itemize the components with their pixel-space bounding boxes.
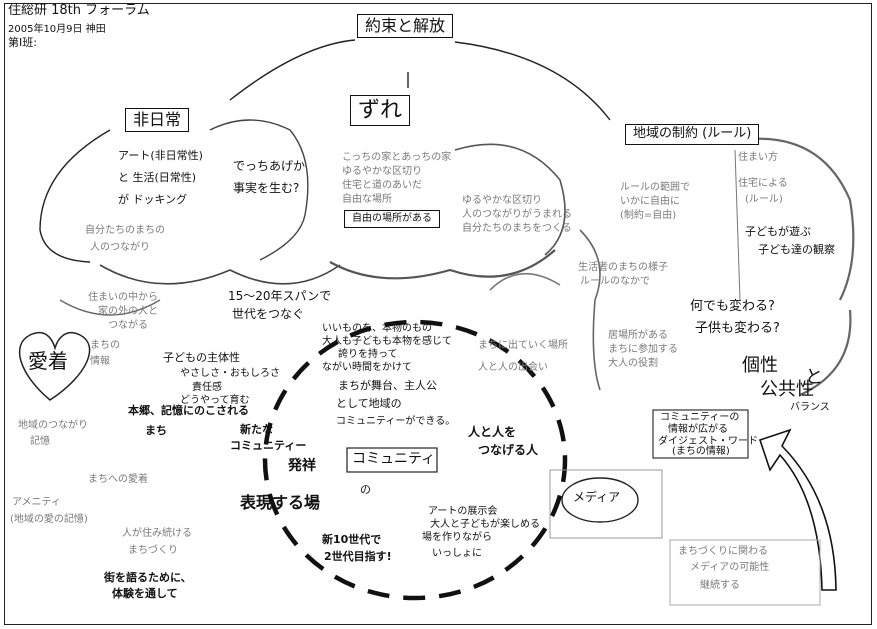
community-bottom-left-2: 2世代目指す! [324, 550, 392, 563]
hinichijo-faint-2: 人のつながり [90, 242, 150, 253]
question-note-1: 何でも変わる? [690, 299, 775, 314]
media-label: メディア [573, 490, 621, 504]
hongo-note-1: 本郷、記憶にのこされる [128, 404, 249, 417]
zure-note-1: こっちの家とあっちの家 [342, 152, 452, 163]
hinichijo-node-label: 非日常 [125, 108, 190, 133]
community-left-4: 表現する場 [240, 493, 321, 512]
community-bottom-right-4: いっしょに [432, 548, 482, 559]
children-note-4: どうやって育む [180, 395, 250, 406]
leftbottom-bold-1: 街を語るために、 [104, 571, 192, 584]
zure-note-2: ゆるやかな区切り [342, 166, 422, 177]
zure-boxed-note: 自由の場所がある [344, 210, 440, 228]
question-note-2: 子供も変わる? [695, 321, 780, 336]
far-right-note-5: 子ども達の観察 [758, 243, 835, 256]
rightmid-faint-1: 生活者のまちの様子 [578, 262, 668, 273]
hinichijo-question-1: でっちあげか [233, 159, 306, 173]
zure-note-3: 住宅と道のあいだ [342, 180, 422, 191]
chiiki-note-1: ルールの範囲で [620, 182, 690, 193]
span-note-2: 世代をつなぐ [232, 307, 305, 321]
heart-faint-1: まちの [90, 340, 120, 351]
span-note-1: 15〜20年スパンで [228, 289, 332, 303]
right-circle-faint-2: 人と人の出会い [478, 362, 548, 373]
leftbottom-faint2-2: (地域の愛の記憶) [10, 514, 88, 525]
community-label: コミュニティ [352, 451, 436, 467]
chiiki-note-2: いかに自由に [620, 196, 680, 207]
header-title: 住総研 18th フォーラム [8, 3, 150, 18]
rightmid-faint2-3: 大人の役割 [608, 358, 658, 369]
community-inner-3: コミュニティーができる。 [336, 416, 456, 427]
media-box-text-1: コミュニティーの [660, 412, 740, 423]
heart-below-2: 記憶 [30, 436, 50, 447]
community-left-1: 新たな [240, 423, 273, 436]
community-right-1: 人と人を [468, 425, 517, 439]
community-bottom-right-2: 大人と子どもが楽しめる [430, 519, 540, 530]
community-left-2: コミュニティー [230, 439, 307, 452]
heart-faint-2: 情報 [90, 356, 110, 367]
children-note-1: 子どもの主体性 [163, 351, 240, 364]
hinichijo-note-3: が ドッキング [118, 193, 188, 206]
circle-top-note-3: 誇りを持って [338, 349, 398, 360]
rightmid-faint-2: ルールのなかで [580, 276, 650, 287]
media-box-text-4: (まちの情報) [672, 446, 730, 457]
circle-top-note-1: いいものを、本物のもの [322, 323, 432, 334]
community-bottom-right-3: 場を作りながら [422, 532, 492, 543]
zure-note-4: 自由な場所 [342, 194, 392, 205]
community-bottom-left-1: 新10世代で [322, 533, 382, 546]
far-right-note-4: 子どもが遊ぶ [745, 225, 811, 238]
hinichijo-note-2: と 生活(日常性) [118, 171, 197, 184]
media-box-text-3: ダイジェスト・ワード [658, 436, 758, 447]
header-date: 2005年10月9日 神田 [8, 24, 106, 35]
midleft-faint-1: 住まいの中から [88, 292, 158, 303]
balance-label: バランス [790, 402, 830, 413]
far-right-note-3: (ルール) [745, 194, 783, 205]
media-box-text-2: 情報が広がる [668, 424, 728, 435]
aichaku-label: 愛着 [28, 349, 68, 373]
chiiki-note-3: (制約=自由) [620, 210, 677, 221]
rightmid-faint2-1: 居場所がある [608, 330, 668, 341]
community-right-2: つなげる人 [478, 443, 539, 457]
header-group: 第Ⅰ班: [8, 36, 37, 49]
right-circle-faint-1: まちに出ていく場所 [478, 340, 568, 351]
zure-right-note-1: ゆるやかな区切り [462, 195, 542, 206]
midleft-faint-2: 家の外の人と [98, 306, 158, 317]
chiiki-node-label: 地域の制約 (ルール) [625, 124, 760, 145]
midleft-faint-3: つながる [108, 320, 148, 331]
community-left-3: 発祥 [288, 458, 316, 474]
bottomright-faint-2: メディアの可能性 [690, 562, 770, 573]
community-small: の [360, 483, 371, 496]
circle-top-note-4: ながい時間をかけて [322, 362, 412, 373]
zure-right-note-3: 自分たちのまちをつくる [462, 223, 572, 234]
kosei-label: 個性 [742, 355, 778, 376]
children-note-3: 責任感 [192, 382, 222, 393]
top-node-label: 約束と解放 [357, 14, 454, 39]
kosei-to-label: と [805, 367, 823, 388]
community-inner-2: として地域の [336, 397, 402, 410]
far-right-note-2: 住宅による [738, 178, 788, 189]
zure-node-label: ずれ [350, 95, 411, 127]
bottomright-faint-3: 継続する [700, 580, 740, 591]
hinichijo-faint-1: 自分たちのまちの [85, 225, 165, 236]
bottomright-faint-1: まちづくりに関わる [678, 546, 768, 557]
leftbottom-faint2-1: アメニティ [12, 497, 61, 508]
community-bottom-right-1: アートの展示会 [428, 506, 498, 517]
zure-right-note-2: 人のつながりがうまれる [462, 209, 572, 220]
rightmid-faint2-2: まちに参加する [608, 344, 678, 355]
hinichijo-question-2: 事実を生む? [233, 181, 300, 195]
community-inner-1: まちが舞台、主人公 [338, 379, 437, 392]
hongo-note-2: まち [145, 424, 167, 437]
circle-top-note-2: 大人も子どもも本物を感じて [322, 336, 452, 347]
children-note-2: やさしさ・おもしろさ [180, 368, 280, 379]
page-border [4, 3, 872, 625]
leftbottom-faint: まちへの愛着 [88, 474, 148, 485]
leftbottom-bold-2: 体験を通して [112, 587, 178, 600]
heart-below-1: 地域のつながり [18, 420, 88, 431]
kokyosei-label: 公共性 [760, 379, 814, 400]
far-right-note-1: 住まい方 [738, 152, 778, 163]
hinichijo-note-1: アート(非日常性) [118, 149, 203, 162]
leftbottom-faint3-2: まちづくり [128, 545, 178, 556]
leftbottom-faint3-1: 人が住み続ける [122, 528, 192, 539]
